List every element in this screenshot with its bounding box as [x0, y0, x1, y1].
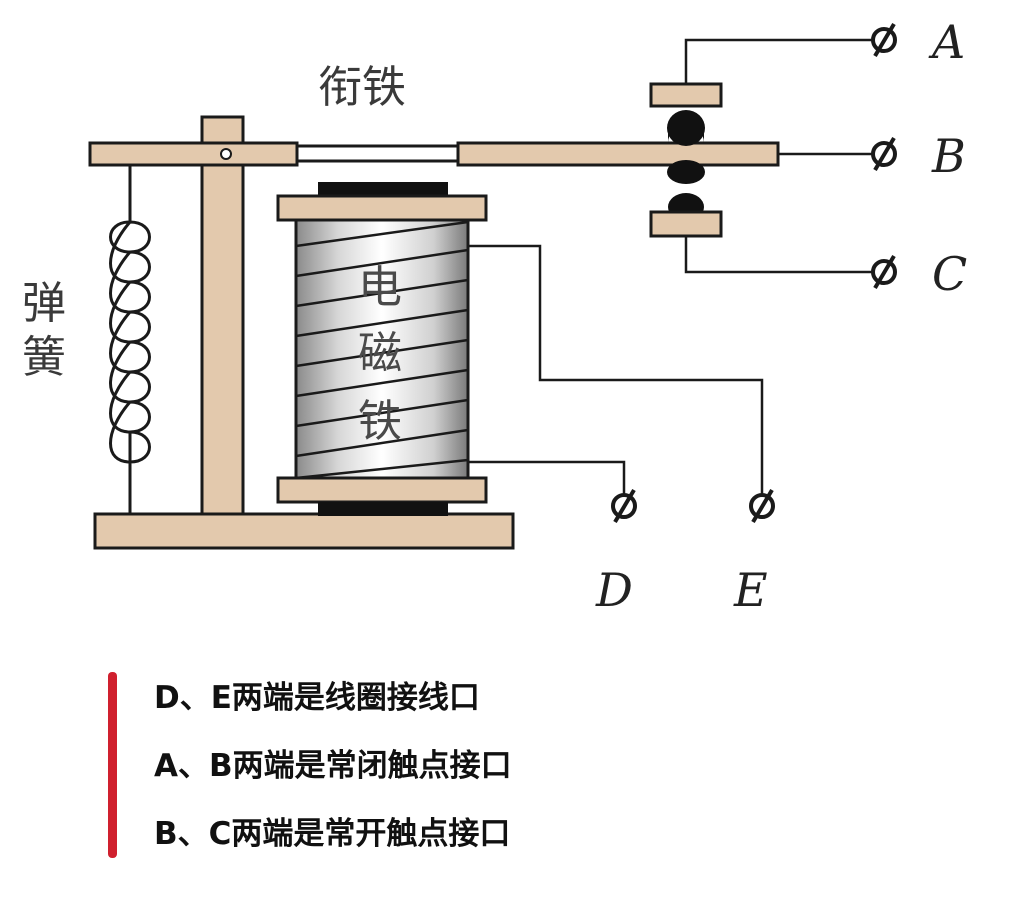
terminal-b-symbol — [871, 136, 897, 172]
terminal-d-label: D — [595, 563, 633, 617]
coil-core — [294, 216, 470, 482]
relay-diagram: 衔铁 弹 簧 电 磁 铁 A B C D E — [22, 15, 967, 617]
spring-label-char-2: 簧 — [22, 332, 66, 383]
terminal-b-label: B — [931, 129, 966, 183]
terminal-c-label: C — [932, 247, 967, 301]
spring-label-char-1: 弹 — [22, 278, 66, 329]
notes-panel: D、E两端是线圈接线口 A、B两端是常闭触点接口 B、C两端是常开触点接口 — [108, 672, 808, 862]
wire-a — [684, 38, 872, 86]
note-normally-closed: A、B两端是常闭触点接口 — [154, 748, 512, 784]
support-post — [200, 115, 245, 516]
terminal-c-symbol — [871, 254, 897, 290]
note-normally-open: B、C两端是常开触点接口 — [154, 816, 511, 852]
contact-armature-knob — [667, 160, 705, 184]
terminal-a-symbol — [871, 22, 897, 58]
spring — [109, 165, 151, 514]
contact-plate-top — [649, 82, 723, 108]
terminal-e-label: E — [733, 563, 768, 617]
terminal-d-symbol — [611, 488, 637, 524]
coil-windings — [295, 220, 469, 480]
coil-flange-top — [276, 194, 488, 222]
electromagnet-label-char-1: 电 — [358, 262, 402, 313]
contact-upper-knob — [667, 110, 705, 146]
pivot-pin — [220, 148, 232, 160]
note-coil-terminals: D、E两端是线圈接线口 — [154, 680, 480, 716]
core-cap-top — [318, 182, 448, 198]
electromagnet-label-char-2: 磁 — [358, 328, 402, 379]
wire-coil-d — [468, 460, 626, 494]
base-plate — [93, 512, 515, 550]
coil-flange-bottom — [276, 476, 488, 504]
terminal-e-symbol — [749, 488, 775, 524]
core-cap-bottom — [318, 502, 448, 516]
contact-plate-bottom — [649, 210, 723, 238]
armature-iron — [295, 144, 460, 163]
electromagnet-label-char-3: 铁 — [358, 396, 402, 447]
notes-accent-bar — [108, 672, 117, 858]
armature-label: 衔铁 — [318, 62, 406, 113]
wire-coil-e — [468, 244, 764, 494]
armature-bar-left — [88, 141, 299, 167]
terminal-a-label: A — [928, 15, 965, 69]
wire-c — [684, 236, 872, 274]
armature-bar-right — [456, 141, 780, 167]
